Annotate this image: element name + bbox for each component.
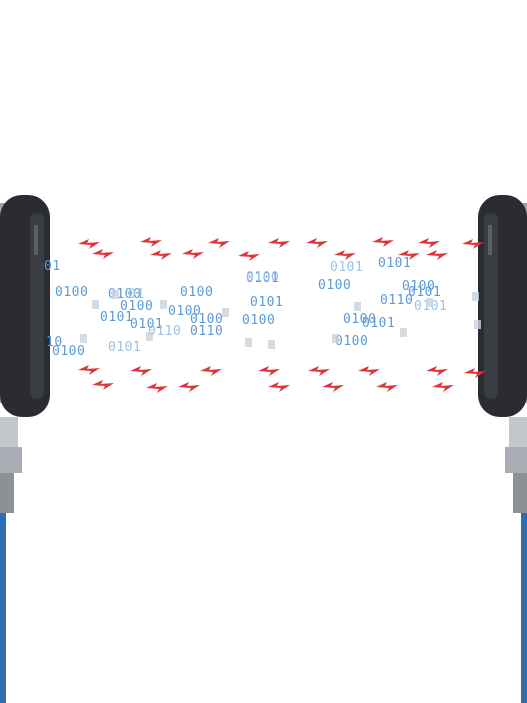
binary-bit-label: 01 — [44, 259, 61, 274]
lightning-bolt-icon — [426, 362, 448, 376]
lightning-bolt-icon — [92, 245, 114, 259]
binary-bit-label: 0101 — [408, 285, 442, 300]
binary-bit-label: 01 — [128, 287, 145, 302]
noise-blip — [80, 334, 87, 343]
lightning-bolt-icon — [182, 245, 204, 259]
binary-bit-label: 0100 — [180, 285, 214, 300]
noise-blip — [426, 298, 433, 307]
lightning-bolt-icon — [268, 234, 290, 248]
lightning-bolt-icon — [92, 376, 114, 390]
lightning-bolt-icon — [358, 362, 380, 376]
lightning-bolt-icon — [426, 246, 448, 260]
binary-bit-label: 0101 — [130, 317, 164, 332]
lightning-bolt-icon — [372, 233, 394, 247]
binary-bit-label: 0100 — [190, 312, 224, 327]
lightning-bolt-icon — [308, 362, 330, 376]
binary-bit-label: 0101 — [362, 316, 396, 331]
lightning-bolt-icon — [322, 378, 344, 392]
noise-blip — [268, 340, 275, 349]
binary-bit-label: 0100 — [318, 278, 352, 293]
binary-bit-label: 10 — [46, 335, 63, 350]
binary-bit-label: 0100 — [343, 312, 377, 327]
lightning-bolt-icon — [432, 378, 454, 392]
binary-bit-label: 0110 — [148, 324, 182, 339]
lightning-bolt-icon — [78, 361, 100, 375]
lightning-bolt-icon — [464, 364, 486, 378]
lightning-bolt-icon — [258, 362, 280, 376]
noise-blip — [472, 292, 479, 301]
binary-bit-label: 0101 — [108, 340, 142, 355]
right-wireless-sensor-icon — [478, 195, 527, 703]
lightning-bolt-icon — [130, 362, 152, 376]
binary-bit-label: 0101 — [100, 310, 134, 325]
lightning-bolt-icon — [418, 234, 440, 248]
binary-bit-label: 0100 — [168, 304, 202, 319]
lightning-bolt-icon — [178, 378, 200, 392]
lightning-bolt-icon — [268, 378, 290, 392]
lightning-bolt-icon — [146, 379, 168, 393]
noise-blip — [112, 290, 119, 299]
binary-bit-label: 0100 — [52, 344, 86, 359]
binary-bit-label: 0100 — [402, 279, 436, 294]
lightning-bolt-icon — [78, 235, 100, 249]
lightning-bolt-icon — [334, 246, 356, 260]
lightning-bolt-icon — [208, 234, 230, 248]
binary-bit-label: 0100 — [335, 334, 369, 349]
noise-blip — [332, 334, 339, 343]
noise-blip — [160, 300, 167, 309]
lightning-bolt-icon — [200, 362, 222, 376]
lightning-bolt-icon — [238, 247, 260, 261]
noise-blip — [354, 302, 361, 311]
noise-blip — [245, 338, 252, 347]
binary-bit-label: 0101 — [246, 271, 280, 286]
lightning-bolt-icon — [140, 233, 162, 247]
binary-bit-label: 0101 — [330, 260, 364, 275]
noise-blip — [474, 320, 481, 329]
lightning-bolt-icon — [376, 378, 398, 392]
noise-blip — [92, 300, 99, 309]
noise-blip — [146, 332, 153, 341]
binary-bit-label: 0101 — [250, 295, 284, 310]
left-wireless-sensor-icon — [0, 195, 50, 703]
lightning-bolt-icon — [398, 246, 420, 260]
binary-bit-label: 0110 — [380, 293, 414, 308]
binary-bit-label: 0101 — [378, 256, 412, 271]
binary-bit-label: 0110 — [190, 324, 224, 339]
binary-bit-label: 0100 — [242, 313, 276, 328]
lightning-bolt-icon — [150, 246, 172, 260]
noise-blip — [400, 328, 407, 337]
lightning-bolt-icon — [306, 234, 328, 248]
lightning-bolt-icon — [462, 235, 484, 249]
binary-bit-label: 0100 — [120, 299, 154, 314]
binary-bit-label: 0100 — [55, 285, 89, 300]
noise-blip — [222, 308, 229, 317]
binary-bit-label: 0100 — [246, 270, 280, 285]
